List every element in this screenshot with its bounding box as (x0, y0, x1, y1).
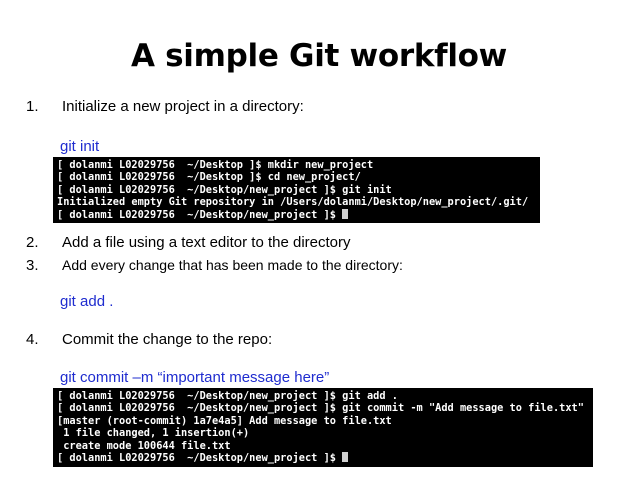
terminal-line: [ dolanmi L02029756 ~/Desktop/new_projec… (57, 402, 584, 415)
terminal-output-init: [ dolanmi L02029756 ~/Desktop ]$ mkdir n… (53, 157, 540, 223)
step-3: 3. Add every change that has been made to… (26, 257, 403, 274)
slide-title: A simple Git workflow (130, 38, 508, 74)
terminal-line: [ dolanmi L02029756 ~/Desktop/new_projec… (57, 390, 398, 402)
command-git-add: git add . (60, 293, 114, 310)
terminal-line: 1 file changed, 1 insertion(+) (57, 427, 250, 440)
step-3-number: 3. (26, 257, 39, 274)
cursor-icon (342, 208, 349, 219)
terminal-prompt-line: [ dolanmi L02029756 ~/Desktop/new_projec… (57, 452, 589, 464)
command-git-init: git init (60, 138, 100, 155)
step-4: 4. Commit the change to the repo: (26, 331, 272, 348)
terminal-prompt: [ dolanmi L02029756 ~/Desktop/new_projec… (57, 208, 343, 221)
terminal-prompt: [ dolanmi L02029756 ~/Desktop/new_projec… (57, 452, 343, 465)
step-4-text: Commit the change to the repo: (62, 331, 273, 348)
terminal-prompt-line: [ dolanmi L02029756 ~/Desktop/new_projec… (57, 208, 536, 221)
terminal-line: Initialized empty Git repository in /Use… (57, 196, 529, 209)
terminal-line: [ dolanmi L02029756 ~/Desktop ]$ cd new_… (57, 171, 361, 184)
cursor-icon (342, 452, 349, 463)
step-2-text: Add a file using a text editor to the di… (62, 234, 351, 251)
command-git-commit: git commit –m “important message here” (60, 369, 330, 386)
terminal-line: [master (root-commit) 1a7e4a5] Add messa… (57, 414, 392, 427)
terminal-line: [ dolanmi L02029756 ~/Desktop ]$ mkdir n… (57, 159, 374, 171)
step-1-text: Initialize a new project in a directory: (62, 98, 304, 115)
step-3-text: Add every change that has been made to t… (62, 257, 403, 273)
step-1-number: 1. (26, 98, 39, 115)
step-4-number: 4. (26, 331, 39, 348)
terminal-output-commit: [ dolanmi L02029756 ~/Desktop/new_projec… (53, 388, 593, 467)
step-2-number: 2. (26, 234, 39, 251)
step-1: 1. Initialize a new project in a director… (26, 98, 304, 115)
terminal-line: [ dolanmi L02029756 ~/Desktop/new_projec… (57, 183, 392, 196)
step-2: 2. Add a file using a text editor to the … (26, 234, 351, 251)
terminal-line: create mode 100644 file.txt (57, 439, 231, 452)
